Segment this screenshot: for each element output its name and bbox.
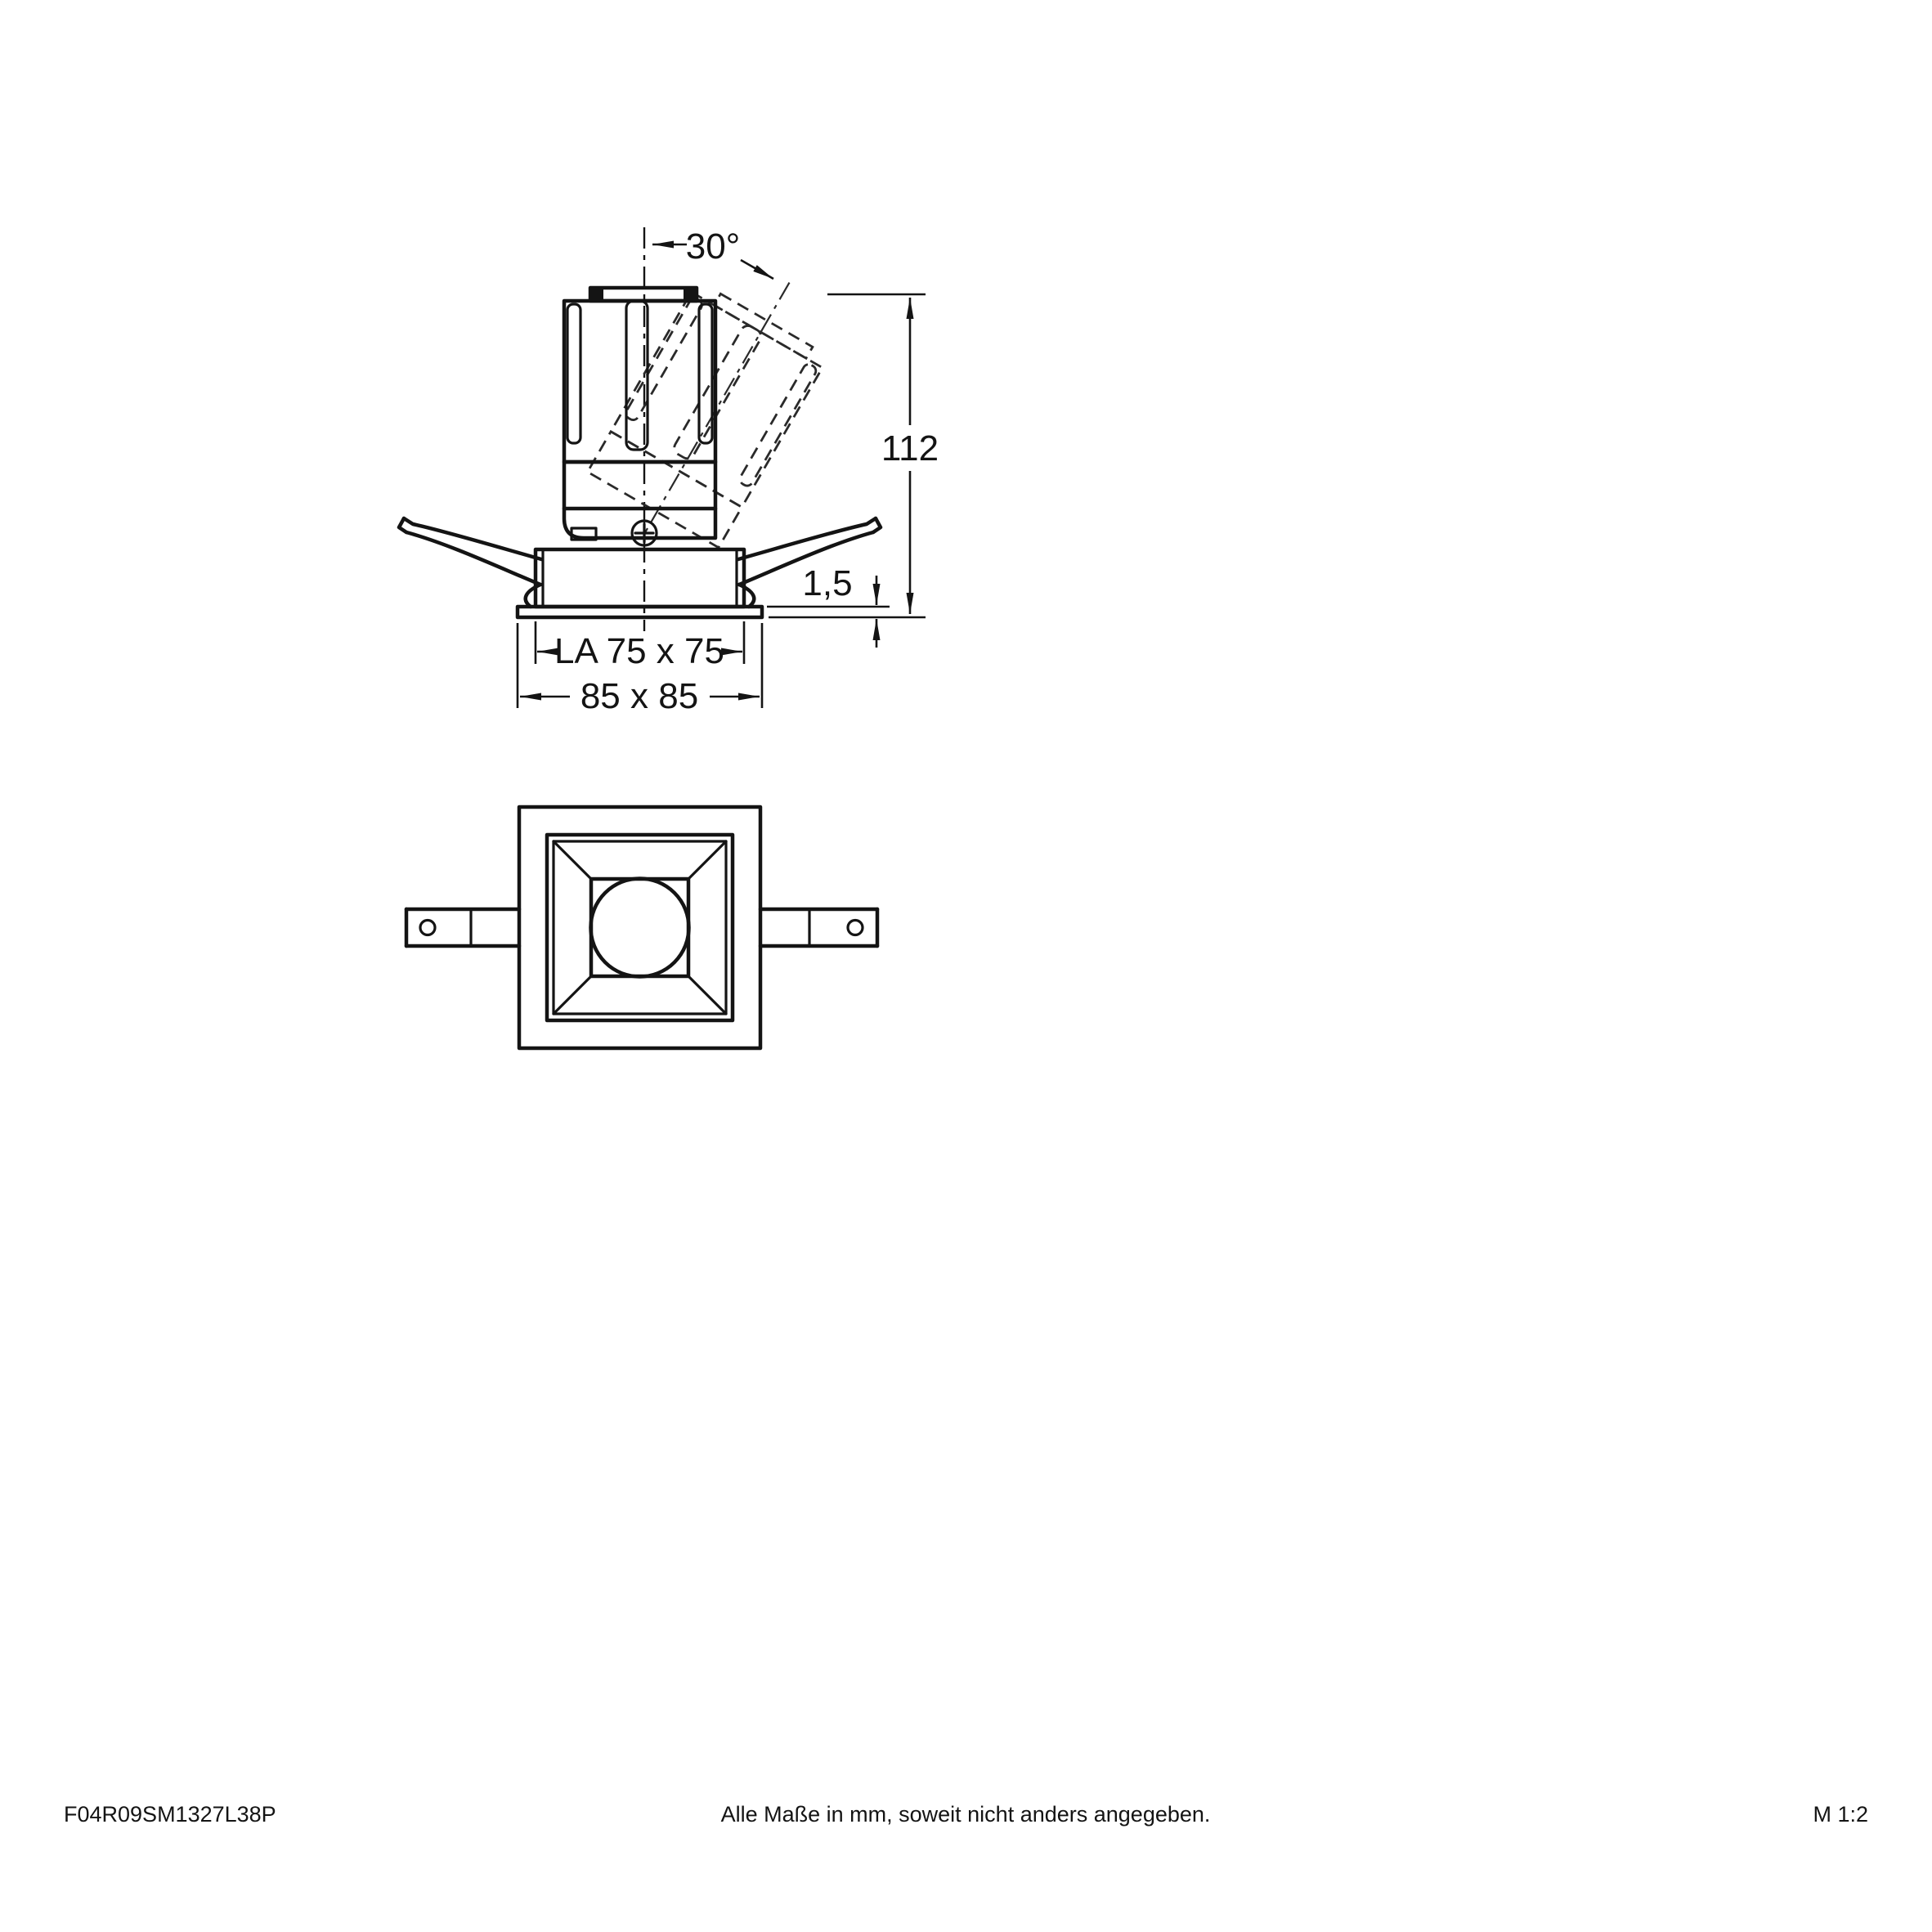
plan-mounting-arm-right	[758, 907, 880, 948]
spring-right-curl	[737, 582, 756, 609]
plan-bezel-outer	[545, 832, 735, 1023]
ghost-slot-left	[625, 297, 703, 421]
lamp-head	[562, 285, 718, 547]
dimension-overall-size: 85 x 85	[516, 623, 764, 716]
label-mask	[875, 425, 945, 471]
plan-mounting-arm-left	[404, 907, 522, 948]
cutout-dimension-label: LA 75 x 75	[554, 631, 724, 671]
cable-clamp	[570, 527, 598, 541]
mounting-spring-right	[736, 516, 883, 609]
spring-left-top-edge	[401, 516, 544, 562]
driver-section	[562, 459, 718, 511]
top-cap-block-left	[591, 289, 603, 299]
angle-leader-right	[740, 258, 774, 280]
ghost-slot-right	[738, 363, 818, 487]
reflector-diagonal-tl	[552, 840, 593, 881]
heatsink-slot-right	[697, 303, 714, 445]
reflector-diagonal-tr	[687, 840, 728, 881]
plan-outer-frame	[517, 805, 763, 1051]
spring-right-bottom-edge	[737, 530, 876, 587]
plan-lens-circle	[589, 876, 691, 979]
tilted-head-ghost	[585, 282, 824, 549]
dimension-flange-thickness: 1,5	[767, 563, 890, 648]
heatsink-slot-center	[625, 299, 649, 451]
scale-label: M 1:2	[1813, 1802, 1868, 1827]
mounting-spring-left	[397, 516, 544, 609]
overall-dimension-label: 85 x 85	[580, 676, 698, 716]
tilt-angle-label: 30°	[686, 226, 741, 267]
arm-right-hole	[846, 918, 864, 937]
dimension-tilt-angle: 30°	[652, 226, 774, 280]
spring-left-tip	[397, 516, 409, 535]
side-view-drawing: 30° 112 1,5 LA 75 x 75	[397, 226, 945, 716]
reflector-diagonal-bl	[552, 975, 593, 1015]
article-code: F04R09SM1327L38P	[64, 1802, 276, 1827]
ceiling-flange	[515, 604, 764, 620]
housing-can	[533, 547, 746, 609]
reflector-diagonal-br	[687, 975, 728, 1015]
overall-height-label: 112	[881, 428, 939, 468]
spring-left-bottom-edge	[404, 530, 543, 587]
dimension-overall-height: 112	[769, 293, 945, 619]
top-cap-block-right	[684, 289, 696, 299]
spring-left-curl	[523, 582, 543, 609]
arm-left-hole	[419, 918, 437, 937]
ghost-slot-center	[673, 325, 763, 460]
center-line-tilted	[644, 282, 791, 532]
dimension-cutout: LA 75 x 75	[534, 621, 746, 671]
ghost-driver-section	[585, 429, 744, 549]
title-block-footer: F04R09SM1327L38P Alle Maße in mm, soweit…	[64, 1802, 1868, 1827]
spring-right-top-edge	[736, 516, 878, 562]
pivot-screw-icon	[630, 519, 658, 547]
dimension-note: Alle Maße in mm, soweit nicht anders ang…	[721, 1802, 1211, 1827]
plan-bezel-inner	[552, 840, 728, 1015]
flange-thickness-label: 1,5	[802, 563, 852, 603]
recessed-housing	[515, 547, 764, 620]
heatsink-slot-left	[566, 303, 582, 445]
spring-right-tip	[871, 516, 883, 535]
plan-view-drawing	[404, 805, 880, 1051]
